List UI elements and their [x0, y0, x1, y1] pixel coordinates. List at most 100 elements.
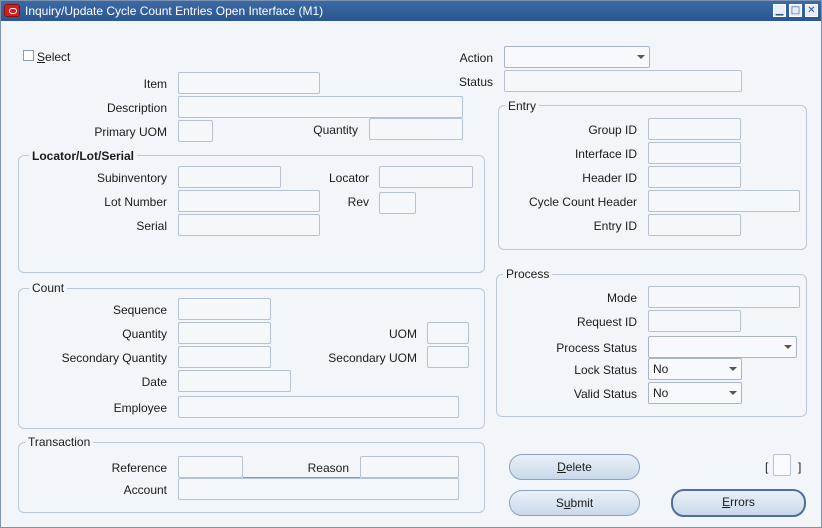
secondary-quantity-field[interactable]	[178, 346, 271, 368]
select-label-rest: elect	[45, 50, 71, 64]
uom-label: UOM	[389, 327, 417, 341]
secondary-quantity-label: Secondary Quantity	[61, 351, 167, 365]
item-label: Item	[143, 77, 167, 91]
serial-field[interactable]	[178, 214, 320, 236]
count-title: Count	[29, 281, 68, 295]
secondary-uom-label: Secondary UOM	[328, 351, 417, 365]
header-id-field[interactable]	[648, 166, 741, 188]
date-field[interactable]	[178, 370, 291, 392]
delete-label-rest: elete	[565, 460, 592, 474]
entry-id-field[interactable]	[648, 214, 741, 236]
chevron-down-icon	[729, 367, 737, 371]
account-label: Account	[123, 483, 167, 497]
serial-label: Serial	[136, 219, 167, 233]
employee-field[interactable]	[178, 396, 459, 418]
lock-status-value: No	[653, 362, 669, 376]
request-id-field[interactable]	[648, 310, 741, 332]
maximize-button[interactable]: □	[789, 4, 802, 17]
count-quantity-label: Quantity	[122, 327, 167, 341]
item-field[interactable]	[178, 72, 320, 94]
process-status-label: Process Status	[556, 341, 637, 355]
process-group	[496, 274, 807, 417]
submit-label-rest: bmit	[570, 496, 594, 510]
lot-number-label: Lot Number	[104, 195, 167, 209]
employee-label: Employee	[113, 401, 167, 415]
submit-mnemonic: u	[563, 496, 571, 510]
select-checkbox[interactable]	[23, 50, 34, 61]
group-id-field[interactable]	[648, 118, 741, 140]
primary-uom-field[interactable]	[178, 120, 213, 142]
description-field[interactable]	[178, 96, 463, 118]
interface-id-label: Interface ID	[574, 147, 637, 161]
group-id-label: Group ID	[588, 123, 637, 137]
locator-label: Locator	[328, 171, 369, 185]
process-status-dropdown[interactable]	[648, 336, 797, 358]
quantity-field[interactable]	[369, 118, 463, 140]
entry-group	[498, 105, 807, 250]
rev-field[interactable]	[379, 192, 416, 214]
errors-label-rest: rrors	[730, 495, 755, 509]
indicator-field[interactable]	[773, 454, 791, 476]
reason-field[interactable]	[360, 456, 459, 478]
entry-id-label: Entry ID	[593, 219, 637, 233]
entry-title: Entry	[505, 99, 540, 113]
sequence-field[interactable]	[178, 298, 271, 320]
chevron-down-icon	[784, 345, 792, 349]
errors-button[interactable]: Errors	[671, 489, 806, 517]
oracle-logo-icon	[4, 4, 20, 17]
close-button[interactable]: ✕	[805, 4, 818, 17]
transaction-group	[18, 442, 485, 513]
valid-status-label: Valid Status	[573, 387, 637, 401]
valid-status-dropdown[interactable]: No	[648, 382, 742, 404]
quantity-label: Quantity	[313, 123, 358, 137]
lot-number-field[interactable]	[178, 190, 320, 212]
interface-id-field[interactable]	[648, 142, 741, 164]
rev-label: Rev	[347, 195, 369, 209]
reference-field[interactable]	[178, 456, 243, 478]
action-label: Action	[459, 51, 493, 65]
locator-lot-serial-title: Locator/Lot/Serial	[29, 149, 138, 163]
account-field[interactable]	[178, 478, 459, 500]
reason-label: Reason	[307, 461, 349, 475]
valid-status-value: No	[653, 386, 669, 400]
delete-button[interactable]: Delete	[509, 454, 640, 480]
indicator-close-bracket: ]	[798, 460, 802, 474]
mode-label: Mode	[606, 291, 637, 305]
locator-lot-serial-group	[18, 155, 485, 273]
request-id-label: Request ID	[576, 315, 637, 329]
subinventory-field[interactable]	[178, 166, 281, 188]
uom-field[interactable]	[427, 322, 469, 344]
lock-status-label: Lock Status	[574, 363, 637, 377]
errors-mnemonic: E	[722, 495, 731, 509]
select-mnemonic: S	[37, 50, 46, 64]
mode-field[interactable]	[648, 286, 800, 308]
locator-field[interactable]	[379, 166, 473, 188]
chevron-down-icon	[637, 55, 645, 59]
chevron-down-icon	[729, 391, 737, 395]
submit-label-pre: S	[555, 496, 564, 510]
process-title: Process	[503, 267, 553, 281]
count-group	[18, 288, 485, 429]
indicator-open-bracket: [	[765, 460, 769, 474]
header-id-label: Header ID	[582, 171, 637, 185]
window-title: Inquiry/Update Cycle Count Entries Open …	[25, 4, 324, 18]
secondary-uom-field[interactable]	[427, 346, 469, 368]
subinventory-label: Subinventory	[96, 171, 167, 185]
date-label: Date	[141, 375, 167, 389]
sequence-label: Sequence	[112, 303, 167, 317]
count-quantity-field[interactable]	[178, 322, 271, 344]
reference-label: Reference	[111, 461, 167, 475]
select-label: Select	[37, 50, 70, 64]
delete-mnemonic: D	[557, 460, 566, 474]
title-bar: Inquiry/Update Cycle Count Entries Open …	[1, 1, 821, 21]
cycle-count-header-field[interactable]	[648, 190, 800, 212]
action-dropdown[interactable]	[504, 46, 650, 68]
submit-button[interactable]: Submit	[509, 490, 640, 516]
minimize-button[interactable]: ▁	[773, 4, 786, 17]
description-label: Description	[106, 101, 167, 115]
status-field[interactable]	[504, 70, 742, 92]
primary-uom-label: Primary UOM	[94, 125, 167, 139]
lock-status-dropdown[interactable]: No	[648, 358, 742, 380]
status-label: Status	[458, 75, 493, 89]
